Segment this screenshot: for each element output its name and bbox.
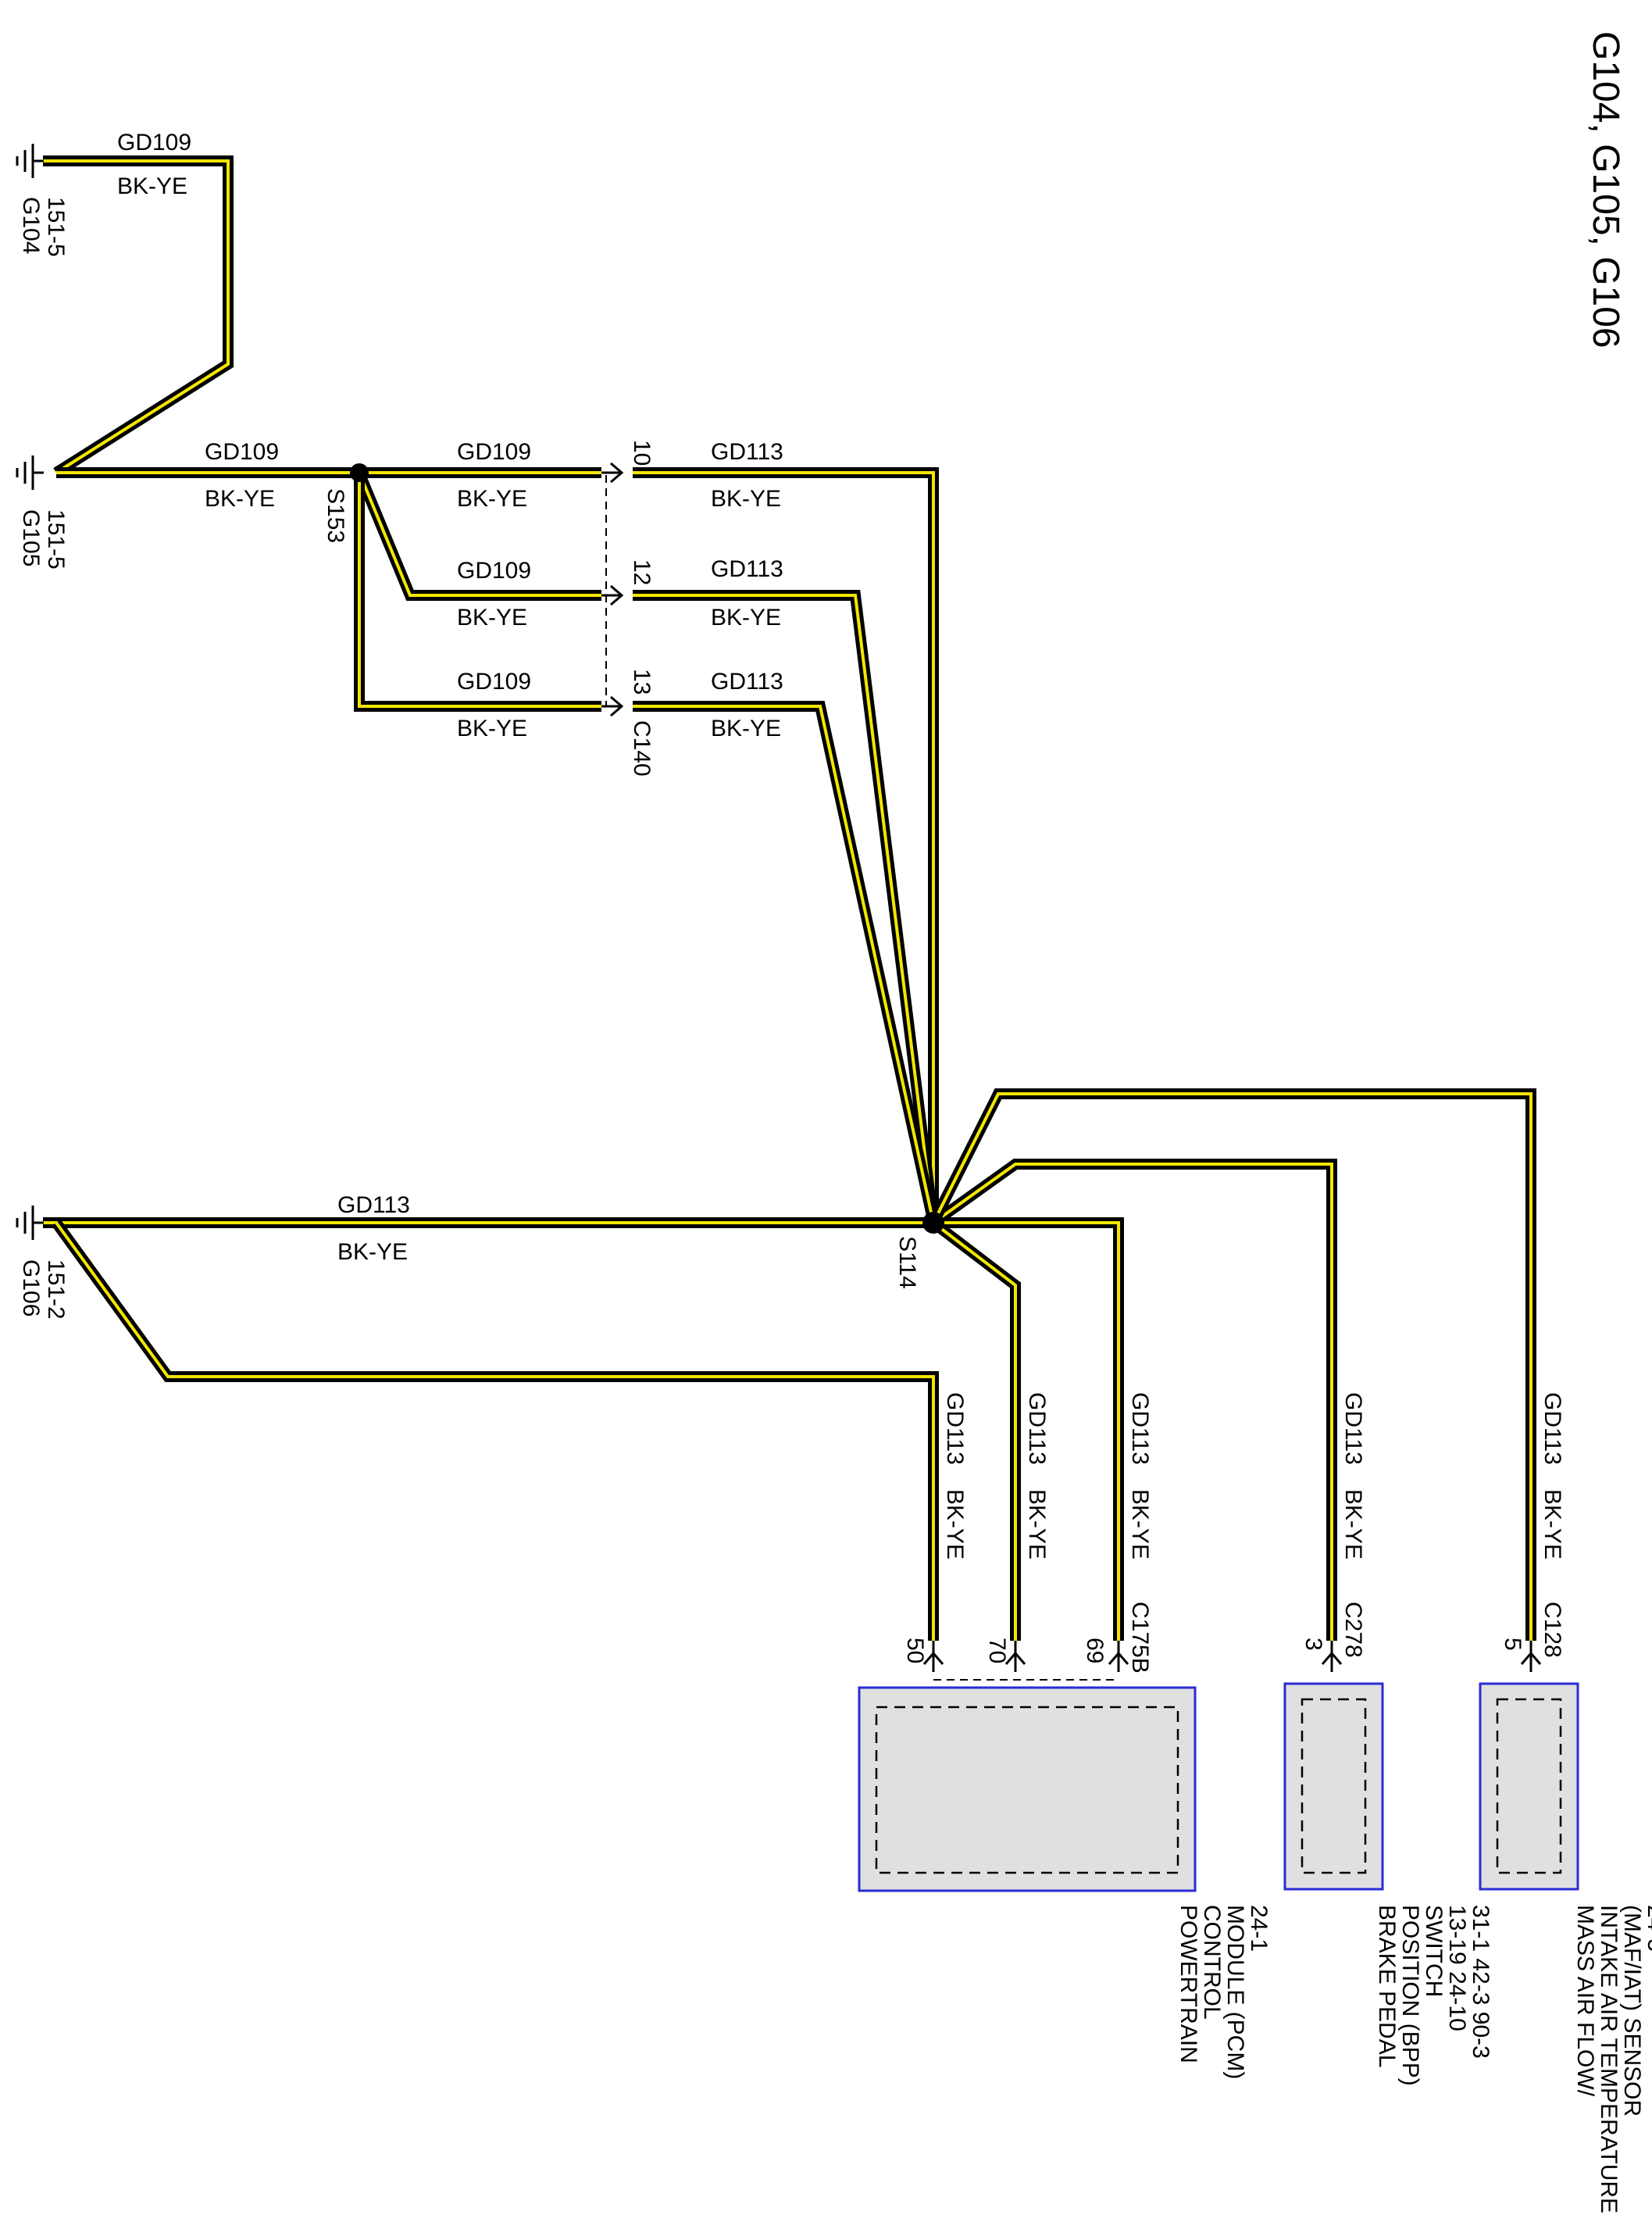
pin-chevron-icon xyxy=(1321,1641,1343,1672)
c140-pin-12: 12 xyxy=(629,559,655,585)
connector-chevron-icon xyxy=(601,695,624,717)
wire-c140-13-to-s114 xyxy=(633,701,939,1224)
wire-s114-to-pcm-69 xyxy=(933,1217,1124,1641)
bpp-pin: 3 xyxy=(1301,1638,1326,1651)
pcm-name: POWERTRAIN CONTROL MODULE (PCM) 24-1 xyxy=(1176,1905,1272,2086)
wire-circuit-label: GD113 xyxy=(1024,1392,1050,1465)
wire-s153-to-c140-13 xyxy=(354,473,601,712)
wire-color-label: BK-YE xyxy=(711,716,781,741)
wire-circuit-label: GD113 xyxy=(711,556,783,582)
pcm-pin-69: 69 xyxy=(1082,1638,1108,1663)
wire-color-label: BK-YE xyxy=(337,1239,408,1265)
wire-circuit-label: GD109 xyxy=(205,439,279,465)
c140-pin-13: 13 xyxy=(629,669,655,695)
bpp-connector-label: C278 xyxy=(1340,1602,1366,1658)
wire-color-label: BK-YE xyxy=(117,173,187,199)
ground-g105-label: G105151-5 xyxy=(18,509,69,570)
ground-icon xyxy=(16,455,44,490)
c140-pin-10: 10 xyxy=(629,440,655,466)
wire-color-label: BK-YE xyxy=(457,605,527,631)
ground-icon xyxy=(16,144,44,178)
wire-color-label: BK-YE xyxy=(1540,1489,1565,1559)
wire-c140-10-to-s114 xyxy=(633,467,939,1223)
c140-label: C140 xyxy=(629,720,655,777)
pcm-connector-label: C175B xyxy=(1127,1602,1153,1674)
wire-color-label: BK-YE xyxy=(711,486,781,512)
pin-chevron-icon xyxy=(1004,1641,1026,1672)
connector-chevron-icon xyxy=(601,584,624,606)
wire-color-label: BK-YE xyxy=(457,716,527,741)
pcm-pin-70: 70 xyxy=(984,1638,1010,1663)
maf-sensor-component xyxy=(1479,1682,1579,1891)
maf-connector-label: C128 xyxy=(1540,1602,1565,1658)
bpp-name: BRAKE PEDAL POSITION (BPP) SWITCH 13-19 … xyxy=(1374,1905,1493,2092)
maf-pin: 5 xyxy=(1500,1638,1525,1651)
wire-color-label: BK-YE xyxy=(711,605,781,631)
wire-circuit-label: GD109 xyxy=(457,558,531,584)
wire-color-label: BK-YE xyxy=(1127,1489,1153,1559)
splice-s114-dot xyxy=(922,1212,944,1234)
wire-circuit-label: GD113 xyxy=(1127,1392,1153,1465)
wire-circuit-label: GD113 xyxy=(337,1192,410,1218)
bpp-switch-component xyxy=(1283,1682,1384,1891)
ground-icon xyxy=(16,1206,44,1240)
wire-color-label: BK-YE xyxy=(205,486,275,512)
wire-circuit-label: GD113 xyxy=(942,1392,968,1465)
ground-g106-label: G106151-2 xyxy=(18,1259,69,1320)
wire-circuit-label: GD109 xyxy=(457,669,531,695)
diagram-title: G104, G105, G106 xyxy=(1585,31,1626,348)
wire-circuit-label: GD109 xyxy=(457,439,531,465)
wire-color-label: BK-YE xyxy=(942,1489,968,1559)
pcm-pin-50: 50 xyxy=(902,1638,928,1663)
ground-g104-label: G104151-5 xyxy=(18,197,69,257)
splice-s153-dot xyxy=(350,463,369,482)
maf-name: MASS AIR FLOW/ INTAKE AIR TEMPERATURE (M… xyxy=(1572,1905,1652,2220)
splice-s153-label: S153 xyxy=(323,488,348,543)
wire-circuit-label: GD113 xyxy=(1340,1392,1366,1465)
pcm-component xyxy=(858,1686,1197,1892)
wire-circuit-label: GD113 xyxy=(1540,1392,1565,1465)
wire-c140-12-to-s114 xyxy=(633,590,939,1224)
wire-color-label: BK-YE xyxy=(1024,1489,1050,1559)
wire-circuit-label: GD109 xyxy=(117,130,191,155)
wire-color-label: BK-YE xyxy=(457,486,527,512)
wire-g104-to-g105 xyxy=(43,155,234,477)
wire-g106-to-pcm-50 xyxy=(52,1219,939,1641)
pin-chevron-icon xyxy=(922,1641,944,1672)
wire-color-label: BK-YE xyxy=(1340,1489,1366,1559)
connector-chevron-icon xyxy=(601,462,624,484)
splice-s114-label: S114 xyxy=(894,1236,920,1289)
wire-circuit-label: GD113 xyxy=(711,439,783,465)
wire-circuit-label: GD113 xyxy=(711,669,783,695)
wire-s114-to-bpp xyxy=(929,1159,1337,1641)
wire-s153-to-c140-12 xyxy=(354,470,601,601)
pin-chevron-icon xyxy=(1108,1641,1129,1672)
wire-s114-to-maf xyxy=(928,1088,1536,1641)
connector-c140 xyxy=(601,462,624,717)
wire-s114-to-pcm-70 xyxy=(929,1218,1021,1641)
pin-chevron-icon xyxy=(1520,1641,1542,1672)
